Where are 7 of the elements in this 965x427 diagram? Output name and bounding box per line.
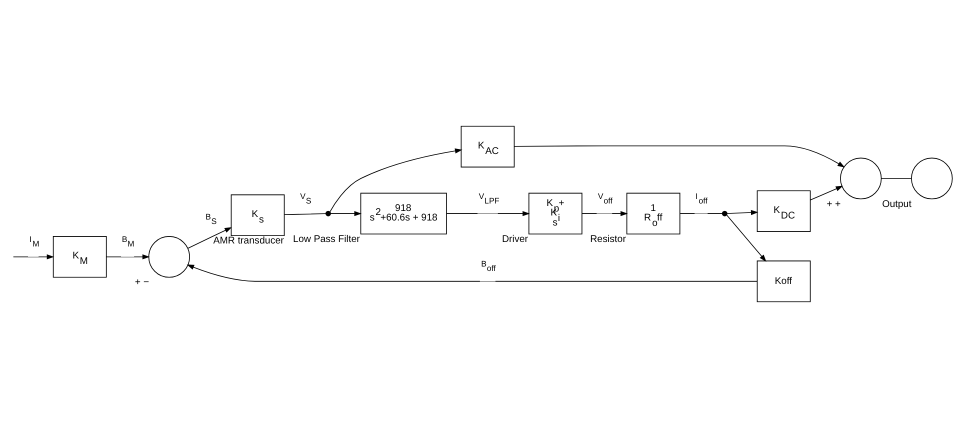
node-label: + −	[134, 276, 150, 288]
node-label: Resistor	[590, 233, 626, 244]
node-label: AMR transducer	[213, 234, 284, 246]
node-label: + +	[826, 198, 841, 210]
node-label: Low Pass Filter	[293, 233, 360, 244]
node-label: Driver	[502, 233, 528, 244]
node-label: Output	[882, 198, 912, 210]
